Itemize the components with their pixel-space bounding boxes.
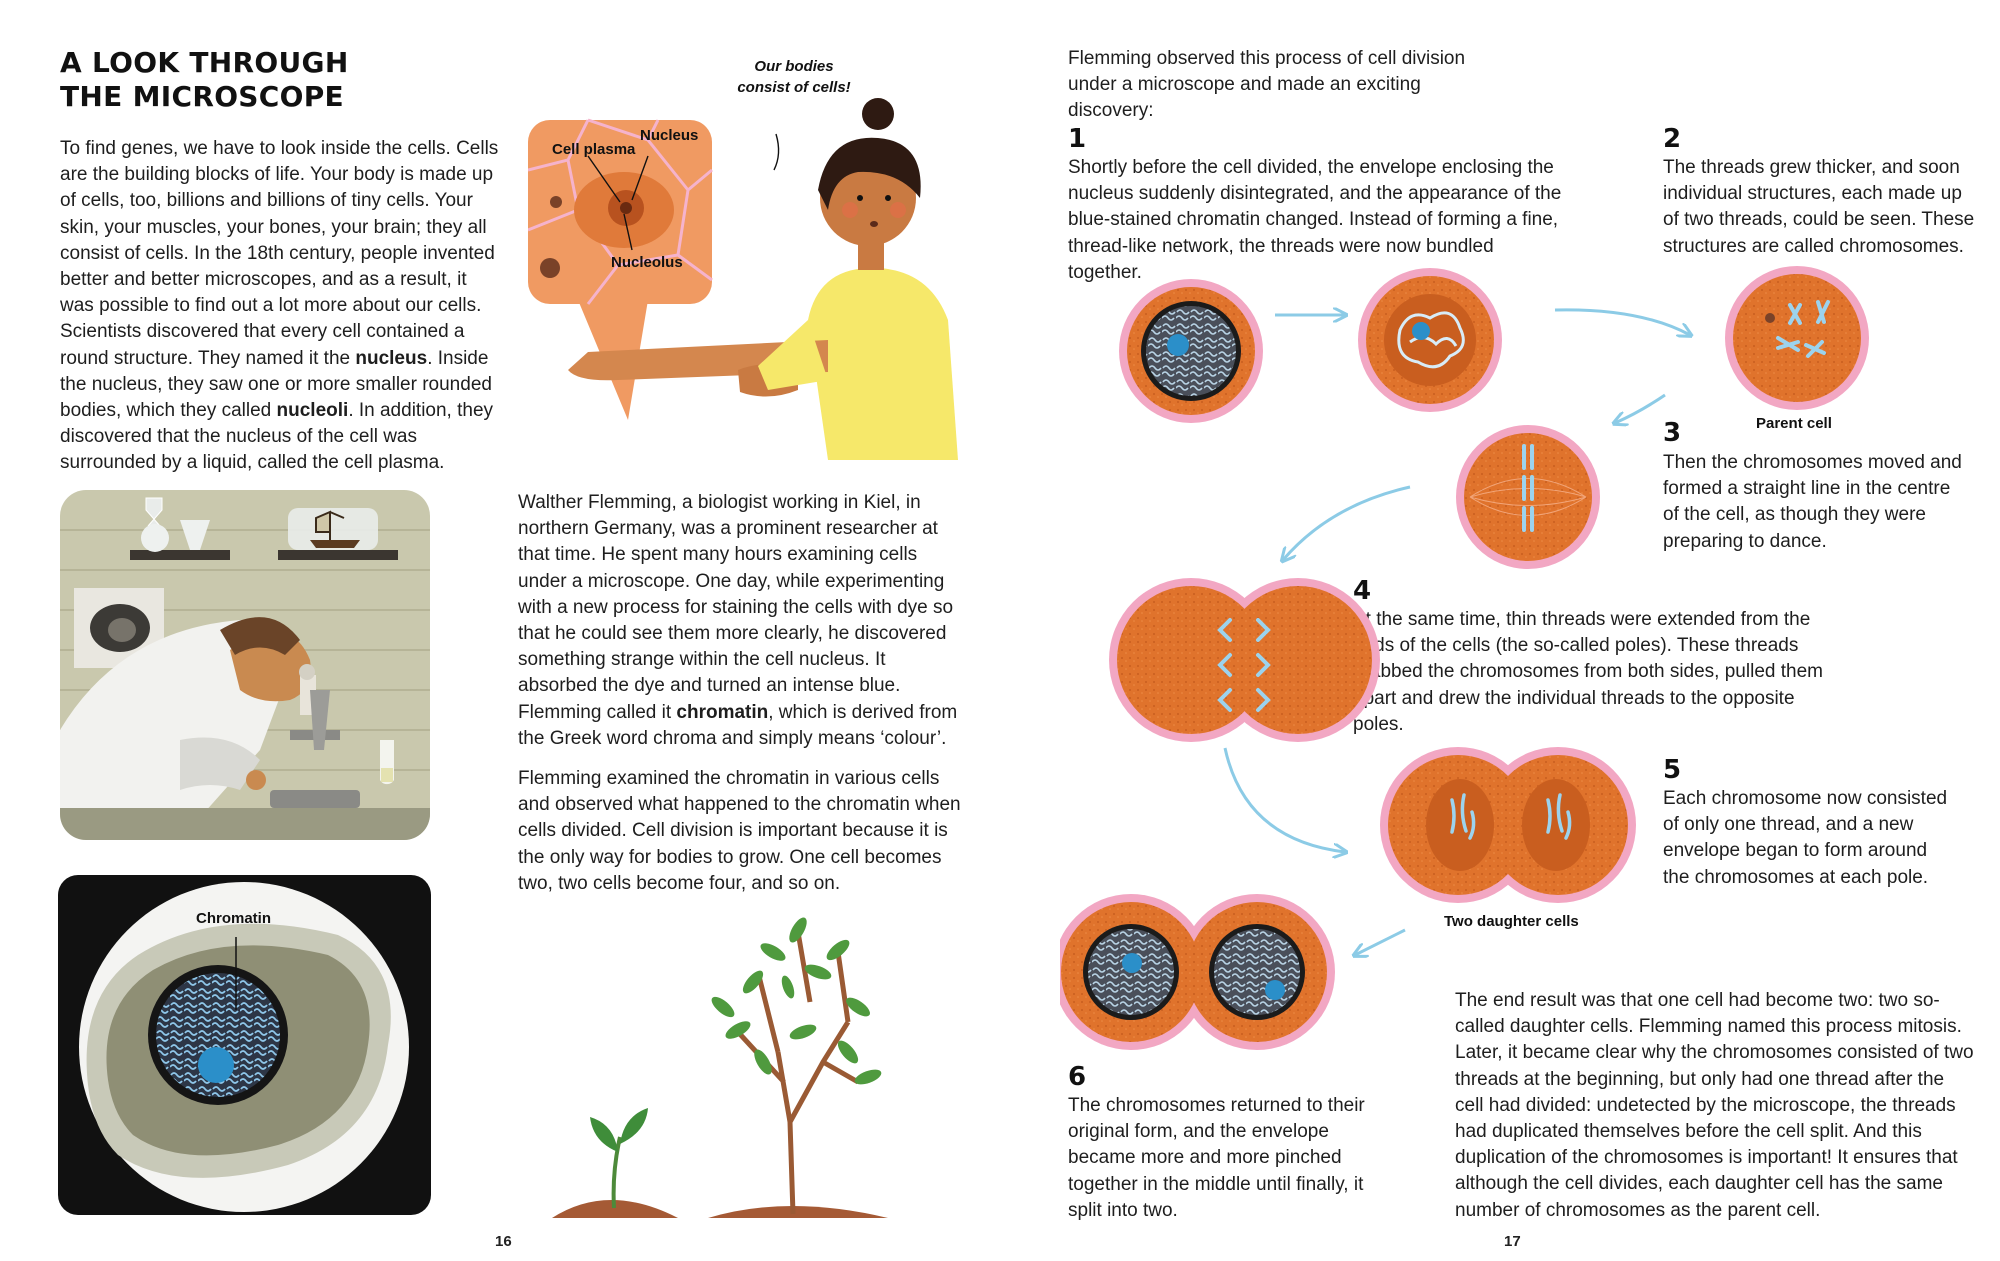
cell-stage-2 bbox=[1358, 268, 1502, 412]
speech-bubble-text: Our bodies consist of cells! bbox=[737, 58, 851, 96]
cell-stage-1 bbox=[1119, 279, 1263, 423]
step-2-number: 2 bbox=[1663, 124, 1682, 154]
intro-paragraph: To find genes, we have to look inside th… bbox=[60, 138, 499, 474]
nucleolus-label: Nucleolus bbox=[611, 254, 683, 271]
right-intro: Flemming observed this process of cell d… bbox=[1068, 48, 1466, 122]
step-4-text: At the same time, thin threads were exte… bbox=[1353, 609, 1823, 735]
process-arrows bbox=[1223, 310, 1690, 955]
cell-stage-metaphase bbox=[1456, 425, 1600, 569]
cell-stage-telophase bbox=[1380, 747, 1636, 903]
chromatin-microscope-view bbox=[58, 875, 431, 1215]
scientist-microscope-illustration bbox=[60, 490, 430, 840]
daughter-cells-label: Two daughter cells bbox=[1444, 913, 1579, 930]
girl-illustration bbox=[528, 90, 958, 460]
step-3-text: Then the chromosomes moved and formed a … bbox=[1663, 452, 1962, 552]
step-5-text: Each chromosome now consisted of only on… bbox=[1663, 788, 1948, 888]
mitosis-diagram bbox=[1060, 260, 1880, 1070]
cell-plasma-label: Cell plasma bbox=[552, 141, 636, 158]
chromatin-label: Chromatin bbox=[196, 910, 271, 927]
step-1-text: Shortly before the cell divided, the env… bbox=[1068, 157, 1562, 283]
page-number-right: 17 bbox=[1504, 1233, 1521, 1250]
step-3-number: 3 bbox=[1663, 418, 1682, 448]
nucleus-label: Nucleus bbox=[640, 127, 699, 144]
cell-stage-anaphase bbox=[1109, 578, 1380, 742]
step-2-text: The threads grew thicker, and soon indiv… bbox=[1663, 157, 1975, 257]
cell-stage-3-parent bbox=[1725, 266, 1869, 410]
step-1-number: 1 bbox=[1068, 124, 1087, 154]
step-5-number: 5 bbox=[1663, 755, 1682, 785]
cell-stage-daughters bbox=[1060, 894, 1335, 1050]
page-number-left: 16 bbox=[495, 1233, 512, 1250]
step-4-number: 4 bbox=[1353, 576, 1372, 606]
flemming-text: Walther Flemming, a biologist working in… bbox=[518, 490, 963, 911]
step-6-text: The chromosomes returned to their origin… bbox=[1068, 1095, 1365, 1221]
plants-illustration bbox=[548, 912, 948, 1222]
page-title: A LOOK THROUGH THE MICROSCOPE bbox=[60, 46, 349, 113]
step-6-number: 6 bbox=[1068, 1062, 1087, 1092]
conclusion-paragraph: The end result was that one cell had bec… bbox=[1455, 990, 1974, 1221]
flemming-paragraph-1: Walther Flemming, a biologist working in… bbox=[518, 492, 958, 749]
parent-cell-label: Parent cell bbox=[1756, 415, 1832, 432]
flemming-paragraph-2: Flemming examined the chromatin in vario… bbox=[518, 768, 961, 894]
